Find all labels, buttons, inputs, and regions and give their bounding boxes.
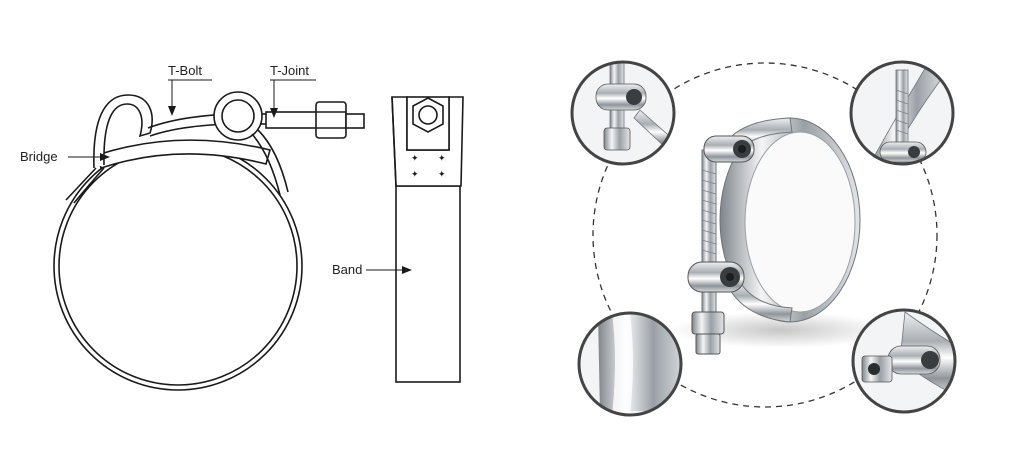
detail-circle-band-surface — [577, 311, 683, 417]
label-band: Band — [332, 262, 362, 277]
left-strap — [65, 167, 105, 204]
label-t-joint: T-Joint — [270, 63, 309, 78]
detail-circle-t-bolt-thread — [849, 60, 955, 166]
detail-circle-bolt-head — [570, 60, 676, 166]
band-outer-ring — [53, 141, 303, 391]
band-inner-ring — [58, 146, 298, 386]
label-bridge: Bridge — [20, 149, 58, 164]
label-band-group: Band — [332, 262, 412, 277]
left-loop — [93, 94, 153, 169]
t-bolt-nut — [315, 101, 347, 139]
photo-panel — [570, 60, 957, 417]
svg-text:✦: ✦ — [438, 154, 446, 164]
t-bolt-end — [345, 113, 365, 129]
svg-text:✦: ✦ — [411, 170, 419, 180]
product-bolt — [701, 149, 717, 331]
detail-circle-t-joint-nut — [851, 308, 957, 414]
product-clamp-photo — [670, 117, 890, 355]
clamp-front-view — [391, 96, 464, 383]
label-t-joint-group: T-Joint — [270, 63, 316, 118]
rivet-marks: ✦ ✦ ✦ ✦ — [411, 154, 446, 180]
clamp-side-view — [53, 91, 365, 391]
right-loop-inner — [221, 99, 255, 133]
label-t-bolt: T-Bolt — [168, 63, 202, 78]
right-strap — [251, 129, 289, 196]
svg-text:✦: ✦ — [411, 154, 419, 164]
bolt-end-front — [418, 105, 438, 125]
band-front — [395, 185, 461, 383]
label-bridge-group: Bridge — [20, 149, 110, 164]
label-t-bolt-group: T-Bolt — [168, 63, 212, 116]
right-loop-outer — [213, 91, 263, 141]
dashed-ring — [592, 62, 938, 408]
hex-nut-front — [412, 97, 444, 133]
bridge-shape — [96, 139, 271, 170]
product-band-inner — [744, 131, 856, 313]
svg-text:✦: ✦ — [438, 170, 446, 180]
